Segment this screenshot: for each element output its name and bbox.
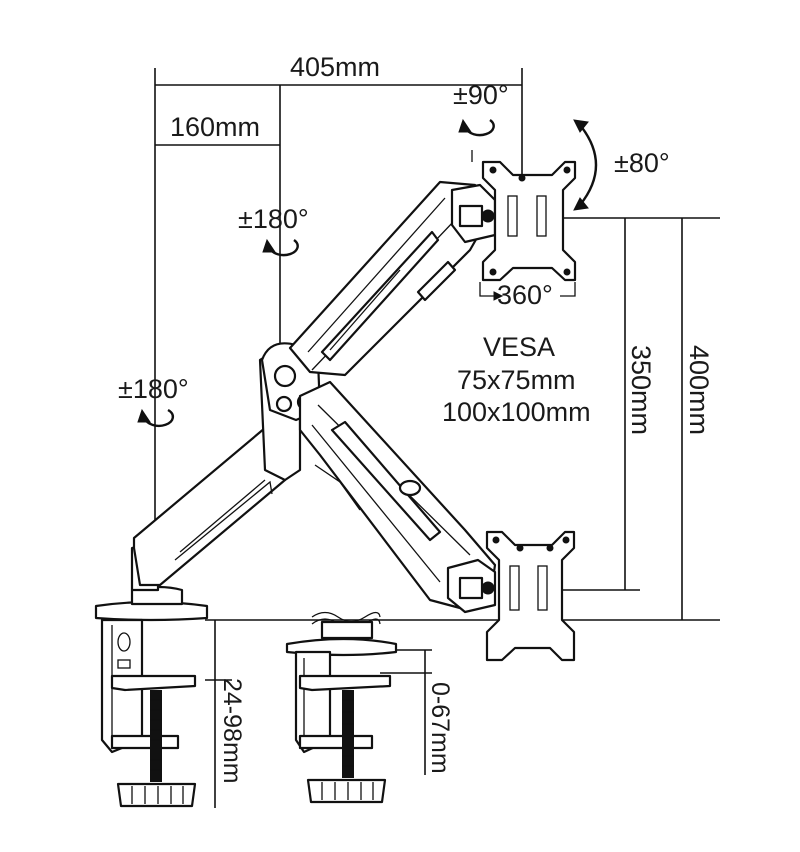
dimension-labels: 405mm 160mm 350mm 400mm 24-98mm 0-67mm <box>170 52 714 784</box>
plate-rotate-arrow-icon <box>471 150 576 301</box>
plate-rotate-label: 360° <box>497 280 553 310</box>
height-upper-label: 400mm <box>684 345 714 435</box>
elbow-swivel-arrow-icon <box>262 238 299 257</box>
rotation-labels: ±180° ±180° ±90° ±80° 360° <box>118 80 670 404</box>
arm-assembly <box>132 180 497 614</box>
arm-segment-label: 160mm <box>170 112 260 142</box>
base-swivel-arrow-icon <box>137 408 175 428</box>
vesa-plate-bottom <box>485 530 576 662</box>
vesa-title: VESA <box>483 332 555 362</box>
desk-clamp-grommet <box>285 611 398 804</box>
base-swivel-label: ±180° <box>118 374 189 404</box>
total-reach-label: 405mm <box>290 52 380 82</box>
vesa-plate-top <box>481 160 577 282</box>
rotation-arrows <box>137 118 598 428</box>
tilt-arrow-icon <box>573 119 598 211</box>
head-rotate-arrow-icon <box>458 118 495 137</box>
elbow-swivel-label: ±180° <box>238 204 309 234</box>
height-lower-label: 350mm <box>626 345 656 435</box>
vesa-size-small: 75x75mm <box>457 365 576 395</box>
vesa-size-large: 100x100mm <box>442 397 591 427</box>
vesa-labels: VESA 75x75mm 100x100mm <box>442 332 591 427</box>
clamp-range-label: 24-98mm <box>218 678 246 784</box>
grommet-range-label: 0-67mm <box>426 682 454 774</box>
tilt-label: ±80° <box>614 148 670 178</box>
head-rotate-label: ±90° <box>453 80 509 110</box>
dimension-lines <box>154 68 720 808</box>
